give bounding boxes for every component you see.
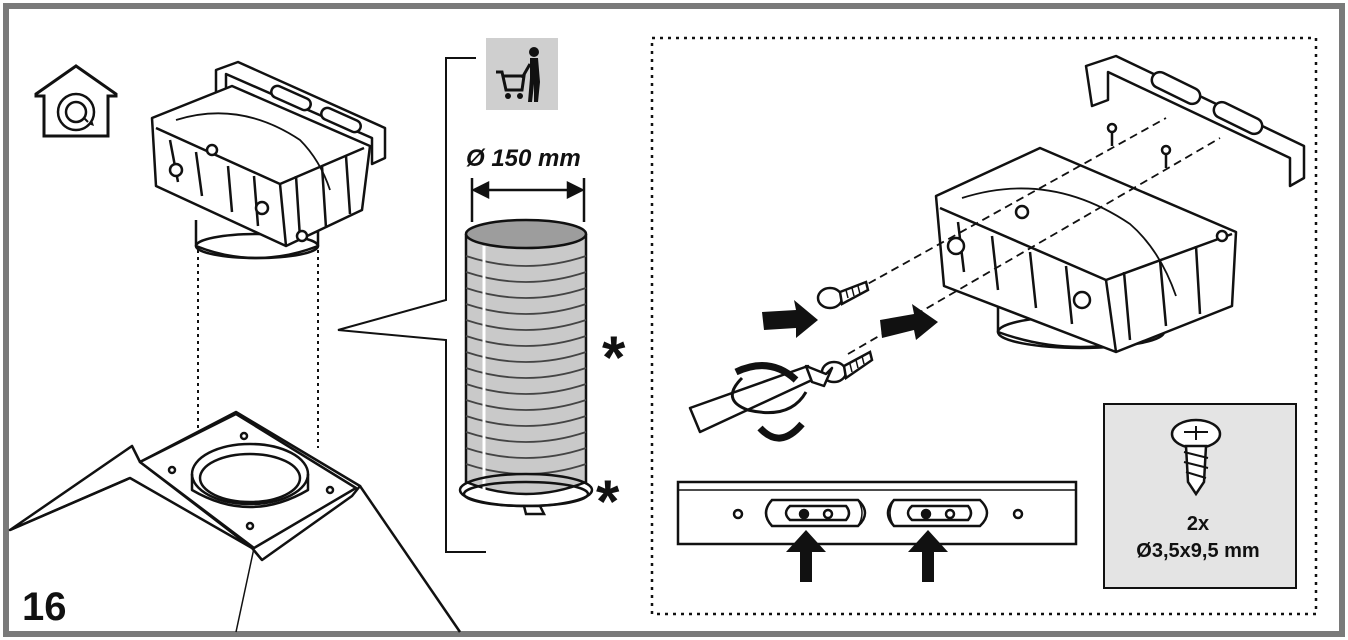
screw-size: Ø3,5x9,5 mm	[1136, 540, 1259, 562]
shopping-cart-icon	[486, 38, 558, 110]
duct-diameter-label: Ø 150 mm	[466, 145, 581, 172]
duct-rib	[465, 383, 587, 395]
pointer-arrow-a	[786, 530, 826, 582]
duct-rib	[465, 271, 587, 283]
duct-rib	[465, 303, 587, 315]
duct-rib	[465, 255, 587, 267]
duct-rib	[465, 367, 587, 379]
duct-rib	[465, 319, 587, 331]
duct-rib	[465, 335, 587, 347]
fan-unit-left	[150, 60, 387, 260]
hose-clamp	[458, 472, 594, 516]
house-recirculation-icon	[34, 64, 118, 138]
step-number: 16	[22, 585, 67, 629]
hood-top	[8, 410, 462, 633]
screw-spec-box: 2x Ø3,5x9,5 mm	[1103, 403, 1297, 589]
screwdriver	[688, 362, 834, 442]
push-arrow-left	[762, 300, 818, 338]
duct-dimension-line	[470, 178, 586, 222]
asterisk-top: *	[602, 324, 626, 391]
bracket-front-view	[676, 480, 1078, 546]
screw-icon	[1170, 418, 1222, 497]
outer-frame	[3, 3, 1345, 637]
duct-rib	[465, 431, 587, 443]
duct-rib	[465, 351, 587, 363]
screw-lower	[820, 350, 874, 384]
flexible-duct	[464, 218, 588, 496]
duct-rib	[465, 287, 587, 299]
pointer-arrow-b	[908, 530, 948, 582]
duct-rib	[465, 415, 587, 427]
mounting-bracket	[1084, 54, 1306, 188]
duct-rib	[465, 447, 587, 459]
duct-rib	[465, 399, 587, 411]
asterisk-bottom: *	[596, 468, 620, 535]
detail-box	[650, 36, 1318, 616]
fan-unit-right	[934, 122, 1238, 354]
screw-quantity: 2x	[1187, 513, 1209, 535]
push-arrow-right	[880, 304, 938, 340]
callout-bracket	[337, 57, 486, 553]
screw-upper	[816, 280, 870, 310]
alignment-line-a	[845, 117, 1167, 297]
